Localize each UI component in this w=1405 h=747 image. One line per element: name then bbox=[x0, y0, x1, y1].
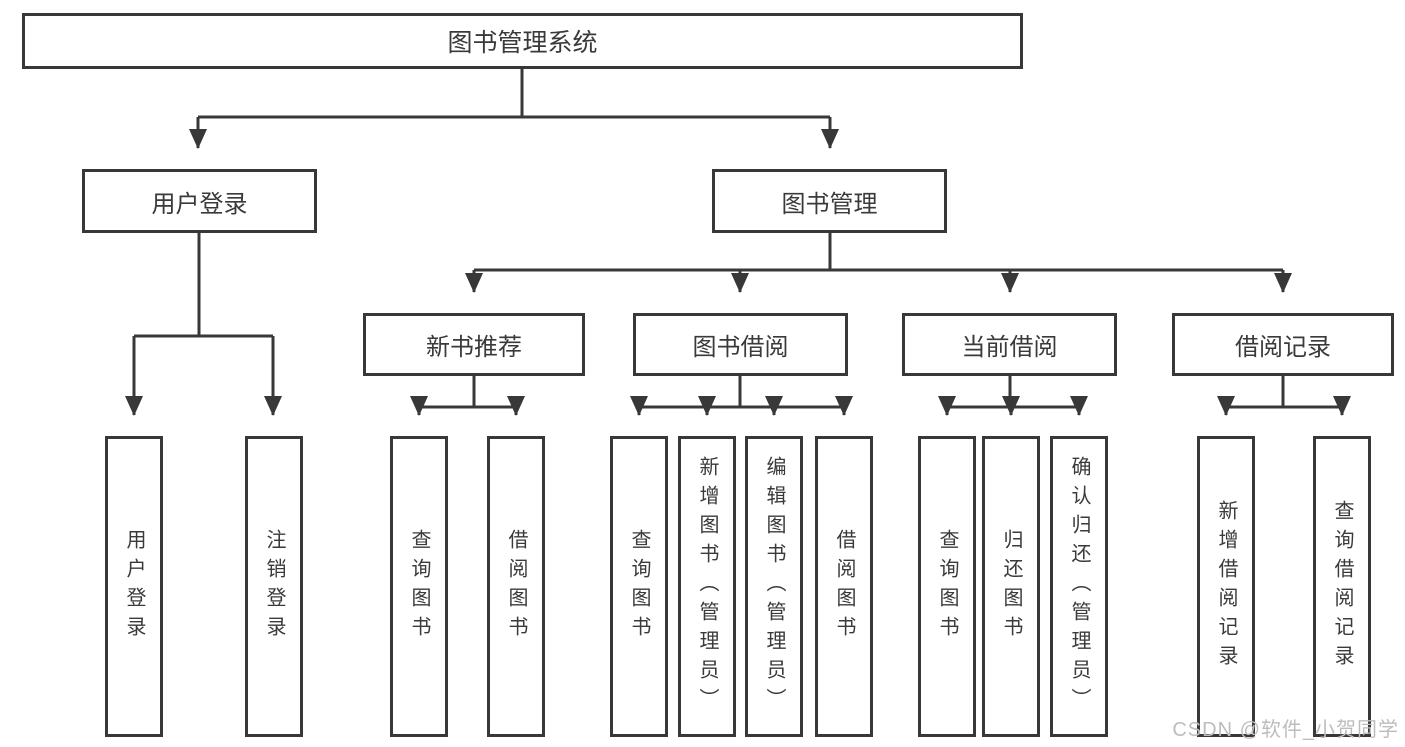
leaf-bb-borrow-books: 借阅图书 bbox=[815, 436, 873, 737]
leaf-br-query-record: 查询借阅记录 bbox=[1313, 436, 1371, 737]
leaf-bb-query-books: 查询图书 bbox=[610, 436, 668, 737]
node-current-borrow-label: 当前借阅 bbox=[961, 334, 1058, 361]
node-borrow-records-label: 借阅记录 bbox=[1235, 334, 1331, 361]
leaf-cb-query-books: 查询图书 bbox=[918, 436, 976, 737]
leaf-bb-query-books-label: 查询图书 bbox=[628, 528, 650, 645]
leaf-cb-confirm-return-label: 确认归还（管理员） bbox=[1068, 456, 1090, 717]
leaf-bb-add-books: 新增图书（管理员） bbox=[678, 436, 736, 737]
node-new-book-rec: 新书推荐 bbox=[363, 313, 585, 376]
node-book-borrow-label: 图书借阅 bbox=[692, 334, 789, 361]
node-book-management: 图书管理 bbox=[712, 169, 947, 233]
leaf-rec-query-books: 查询图书 bbox=[390, 436, 448, 737]
leaf-user-login: 用户登录 bbox=[105, 436, 163, 737]
leaf-user-login-label: 用户登录 bbox=[123, 528, 145, 645]
leaf-bb-borrow-books-label: 借阅图书 bbox=[833, 528, 855, 645]
connector-book-management-trunk bbox=[474, 233, 1283, 272]
leaf-rec-query-books-label: 查询图书 bbox=[408, 528, 430, 645]
connector-book-borrow-trunk bbox=[639, 376, 844, 409]
leaf-cb-return-books-label: 归还图书 bbox=[1000, 528, 1022, 645]
leaf-logout-label: 注销登录 bbox=[263, 528, 285, 645]
connector-root-trunk bbox=[198, 69, 830, 119]
leaf-cb-query-books-label: 查询图书 bbox=[936, 528, 958, 645]
csdn-watermark: CSDN @软件_小贺同学 bbox=[1172, 719, 1399, 741]
connector-user-login-trunk bbox=[134, 233, 273, 338]
leaf-cb-return-books: 归还图书 bbox=[982, 436, 1040, 737]
leaf-bb-add-books-label: 新增图书（管理员） bbox=[696, 456, 718, 717]
leaf-cb-confirm-return: 确认归还（管理员） bbox=[1050, 436, 1108, 737]
connector-current-borrow-trunk bbox=[947, 376, 1079, 409]
node-user-login-label: 用户登录 bbox=[151, 190, 248, 218]
node-book-management-label: 图书管理 bbox=[781, 190, 878, 218]
node-current-borrow: 当前借阅 bbox=[902, 313, 1117, 376]
leaf-rec-borrow-books: 借阅图书 bbox=[487, 436, 545, 737]
node-book-borrow: 图书借阅 bbox=[633, 313, 848, 376]
leaf-rec-borrow-books-label: 借阅图书 bbox=[505, 528, 527, 645]
connector-borrow-records-trunk bbox=[1226, 376, 1342, 409]
node-user-login: 用户登录 bbox=[82, 169, 317, 233]
leaf-bb-edit-books: 编辑图书（管理员） bbox=[745, 436, 803, 737]
leaf-bb-edit-books-label: 编辑图书（管理员） bbox=[763, 456, 785, 717]
node-root-system: 图书管理系统 bbox=[22, 13, 1023, 69]
leaf-br-query-record-label: 查询借阅记录 bbox=[1331, 499, 1353, 674]
connector-new-book-rec-trunk bbox=[419, 376, 516, 409]
leaf-logout: 注销登录 bbox=[245, 436, 303, 737]
node-root-label: 图书管理系统 bbox=[447, 29, 598, 57]
leaf-br-add-record: 新增借阅记录 bbox=[1197, 436, 1255, 737]
node-borrow-records: 借阅记录 bbox=[1172, 313, 1394, 376]
leaf-br-add-record-label: 新增借阅记录 bbox=[1215, 499, 1237, 674]
node-new-book-rec-label: 新书推荐 bbox=[426, 334, 522, 361]
